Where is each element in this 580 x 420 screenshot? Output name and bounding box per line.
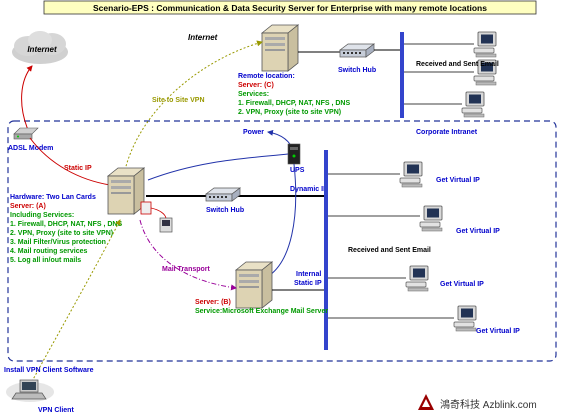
received-sent-main-label: Received and Sent Email [348, 247, 431, 254]
server-a-service-2: 2. VPN, Proxy (site to site VPN) [10, 230, 113, 237]
install-vpn-label: Install VPN Client Software [4, 367, 94, 374]
server-a-service-3: 3. Mail Filter/Virus protection [10, 239, 106, 246]
static-ip-internal-label: Static IP [294, 280, 322, 287]
diagram-title: Scenario-EPS : Communication & Data Secu… [93, 3, 487, 13]
server-a-label: Server: (A) [10, 203, 46, 210]
server-b-service: Service:Microsoft Exchange Mail Server [195, 308, 328, 315]
adsl-modem-icon [13, 127, 39, 140]
switch-hub-main-icon [205, 187, 241, 202]
mail-transport-label: Mail Transport [162, 266, 211, 273]
corporate-intranet-label: Corporate Intranet [416, 129, 478, 136]
lan-card-icon [140, 201, 173, 233]
adsl-modem-label: ADSL Modem [8, 145, 53, 152]
remote-service-2: 2. VPN, Proxy (site to site VPN) [238, 109, 341, 116]
hardware-label: Hardware: Two Lan Cards [10, 194, 96, 201]
top-network-bus [400, 32, 404, 118]
pc-icon [419, 205, 443, 232]
server-a-service-4: 4. Mail routing services [10, 248, 88, 255]
modem-to-internet-link [21, 65, 33, 131]
server-a-icon [107, 167, 145, 215]
ups-power-link [147, 153, 289, 181]
power-label: Power [243, 129, 264, 136]
virtual-ip-label-2: Get Virtual IP [456, 228, 500, 235]
cloud-label: Internet [27, 45, 57, 54]
vpn-client-label: VPN Client [38, 407, 74, 414]
virtual-ip-label-1: Get Virtual IP [436, 177, 480, 184]
server-b-label: Server: (B) [195, 299, 231, 306]
server-c-icon [261, 24, 299, 72]
pc-icon [405, 265, 429, 292]
including-services-label: Including Services: [10, 212, 74, 219]
server-c-label: Server: (C) [238, 82, 274, 89]
pc-icon [399, 161, 423, 188]
pc-icon [453, 305, 477, 332]
pc-icon [473, 31, 497, 58]
watermark-text: 鴻奇科技 Azblink.com [440, 398, 537, 411]
dynamic-ip-label: Dynamic IP [290, 186, 328, 193]
corporate-intranet-boundary [7, 120, 557, 362]
main-network-bus [324, 150, 328, 350]
ups-icon [287, 143, 301, 165]
site-to-site-vpn-label: Site to Site VPN [152, 97, 205, 104]
switch-hub-top-icon [339, 43, 375, 58]
remote-service-1: 1. Firewall, DHCP, NAT, NFS , DNS [238, 100, 350, 107]
static-ip-link [29, 137, 111, 186]
received-sent-top-label: Received and Sent Email [416, 61, 499, 68]
internal-label: Internal [296, 271, 321, 278]
server-a-service-1: 1. Firewall, DHCP, NAT, NFS , DNS [10, 221, 122, 228]
mail-transport-link [139, 219, 237, 291]
ups-server-b-link [269, 163, 297, 276]
switch-hub-top-label: Switch Hub [338, 67, 376, 74]
virtual-ip-label-3: Get Virtual IP [440, 281, 484, 288]
server-a-service-5: 5. Log all in/out mails [10, 257, 81, 264]
title-box [43, 0, 537, 15]
internet-label: Internet [188, 33, 218, 42]
pc-icon [461, 91, 485, 118]
ups-label: UPS [290, 167, 305, 174]
static-ip-label: Static IP [64, 165, 92, 172]
remote-location-label: Remote location: [238, 73, 295, 80]
azblink-logo-icon [418, 394, 434, 410]
internet-cloud-icon [12, 31, 68, 64]
virtual-ip-label-4: Get Virtual IP [476, 328, 520, 335]
vpn-client-link [29, 219, 121, 386]
server-b-icon [235, 261, 273, 309]
services-label: Services: [238, 91, 269, 98]
switch-hub-main-label: Switch Hub [206, 207, 244, 214]
vpn-client-laptop-icon [6, 379, 54, 402]
